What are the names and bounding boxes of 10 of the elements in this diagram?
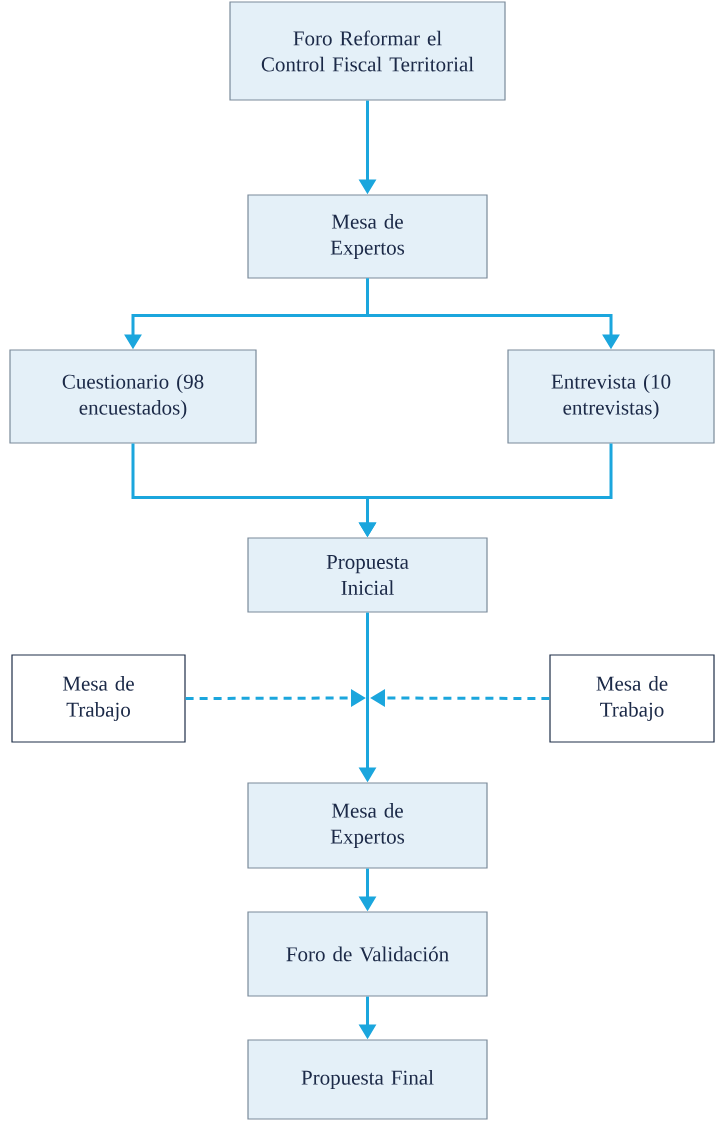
input-box: Mesa de Trabajo [11,654,186,743]
process-box: Mesa de Expertos [247,782,488,869]
process-box: Foro Reformar el Control Fiscal Territorial [229,1,506,101]
process-box: Entrevista (10 entrevistas) [507,349,715,444]
process-box: Cuestionario (98 encuestados) [9,349,257,444]
process-box: Mesa de Expertos [247,194,488,279]
process-box: Propuesta Final [247,1039,488,1120]
process-box: Foro de Validación [247,911,488,997]
input-box: Mesa de Trabajo [549,654,715,743]
process-box: Propuesta Inicial [247,537,488,613]
